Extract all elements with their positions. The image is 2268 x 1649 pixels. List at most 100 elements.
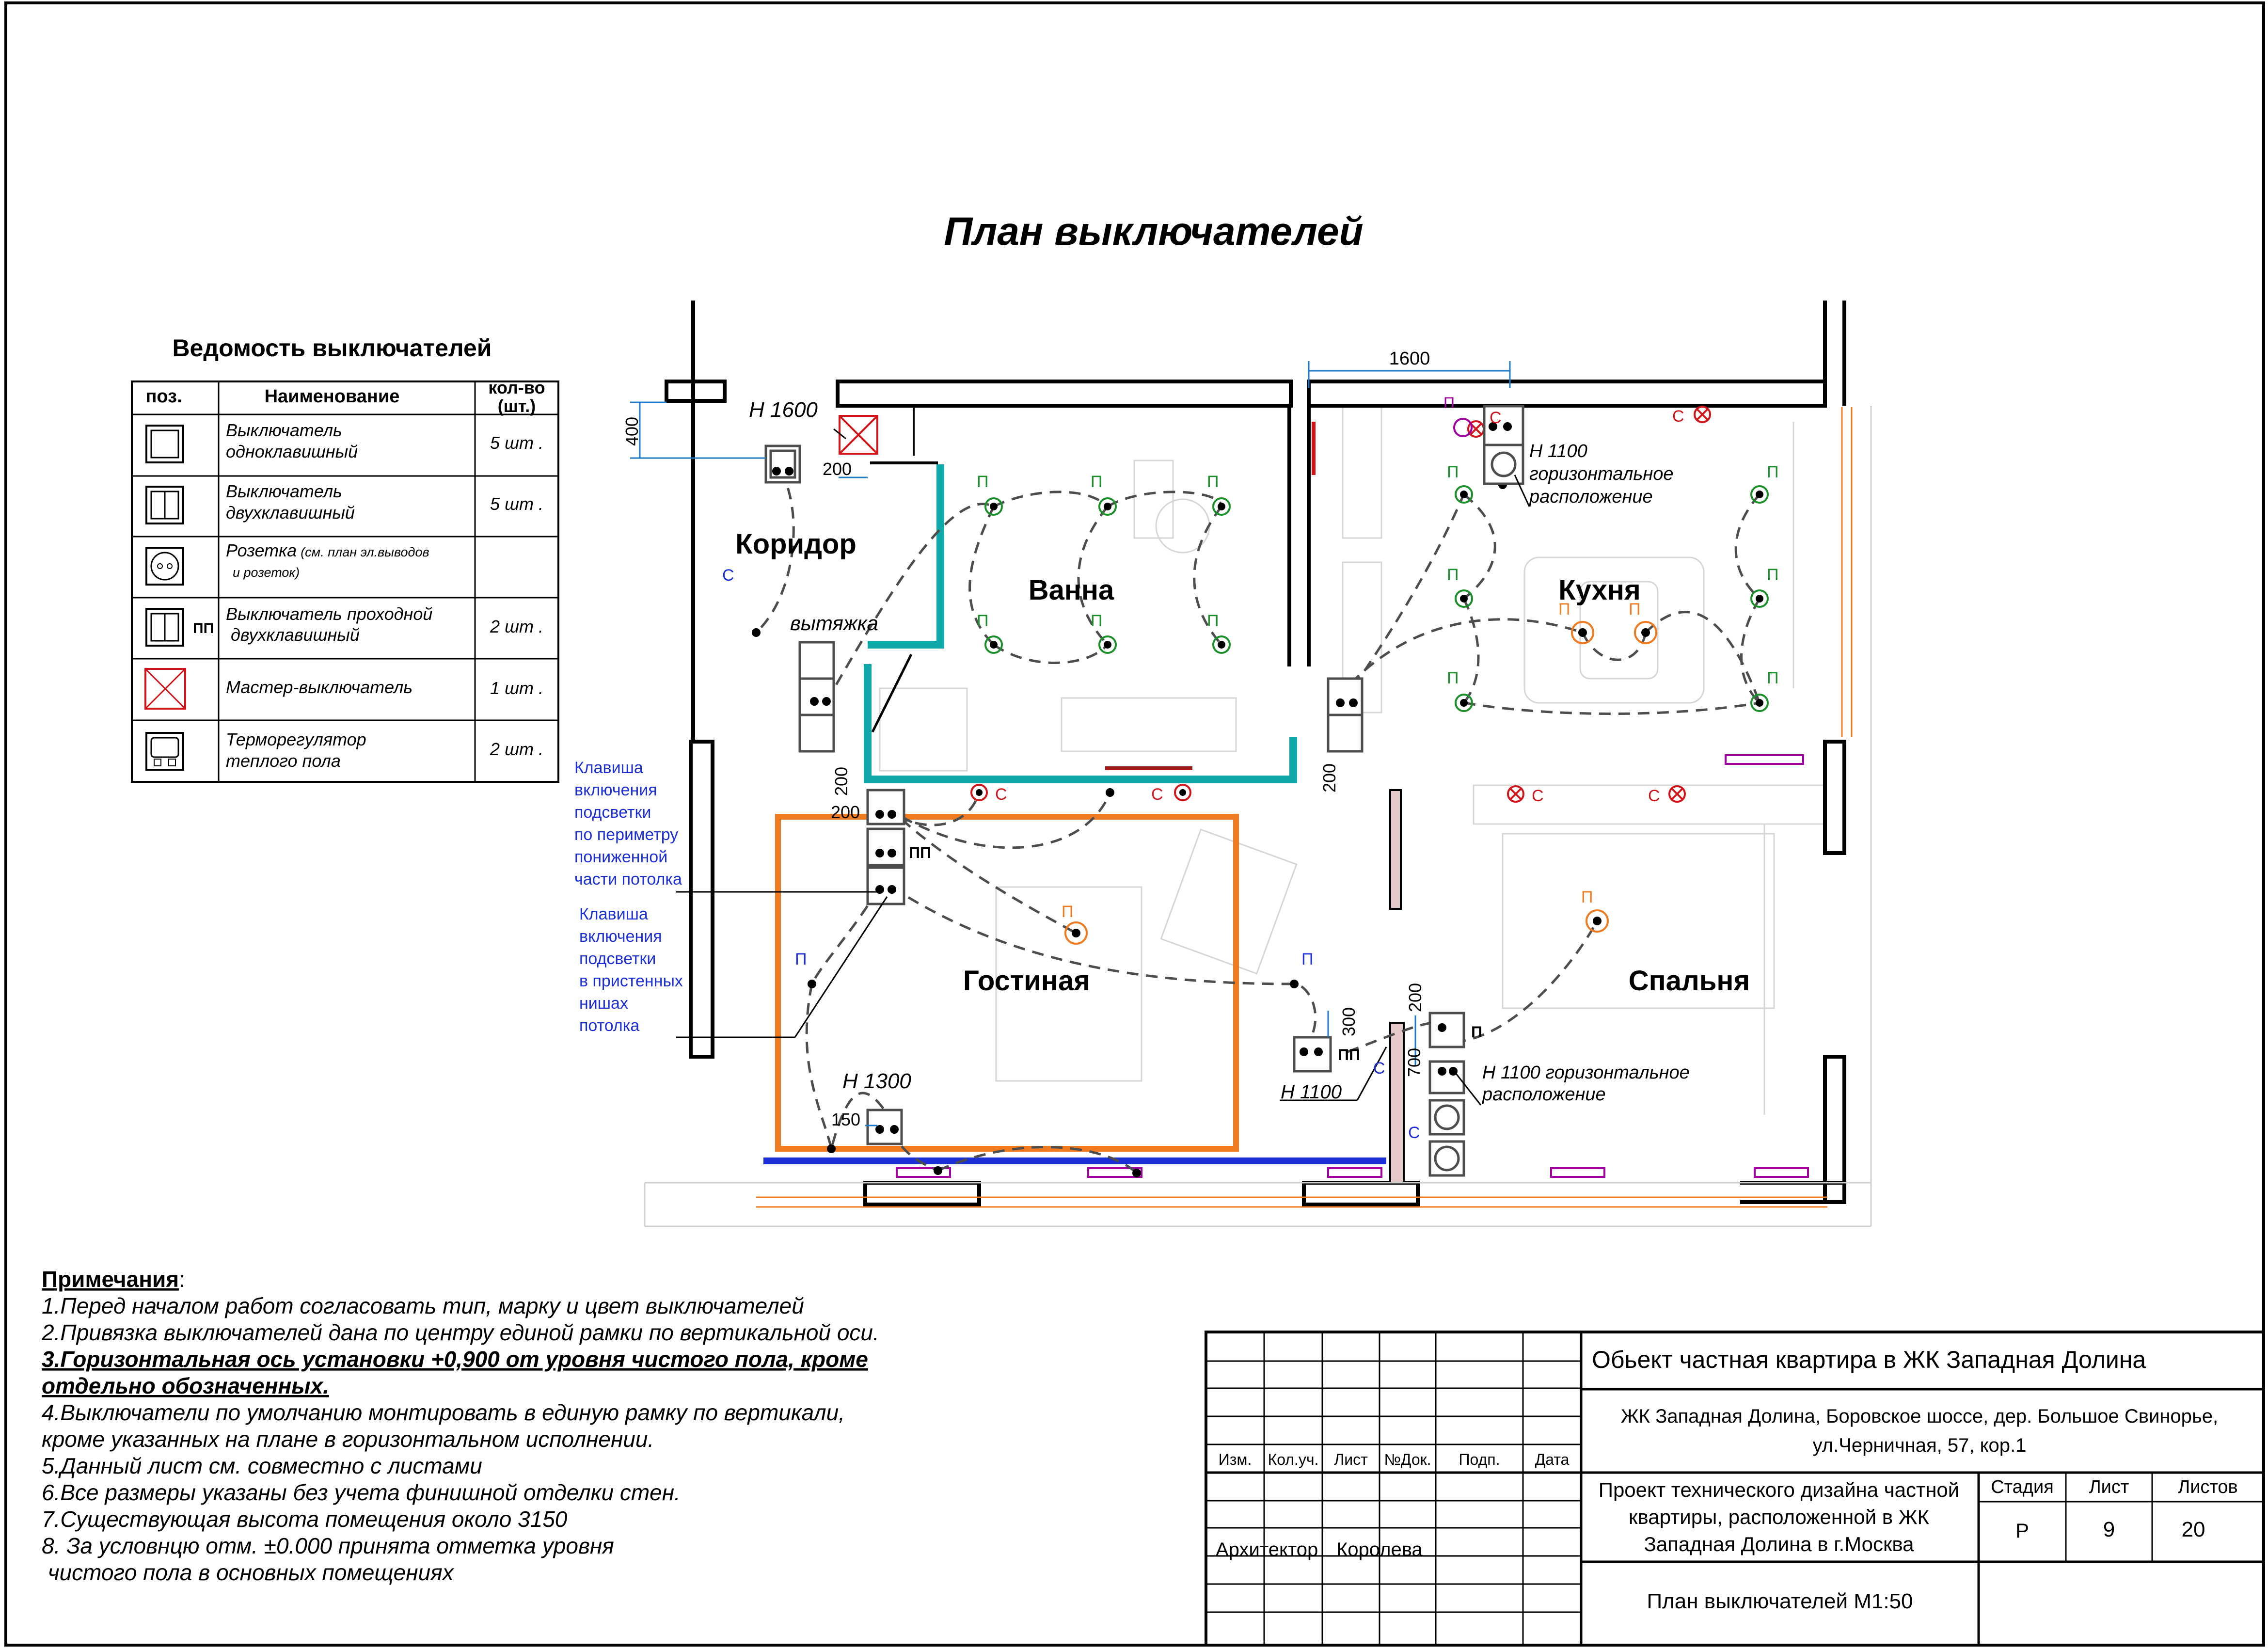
callout-niches-line-3: подсветки: [579, 950, 656, 968]
callout-niches-line-2: включения: [579, 927, 662, 946]
room-corridor: Коридор: [735, 528, 856, 560]
tb-sheet-label: Лист: [2089, 1477, 2129, 1497]
callout-perimeter: Клавиша включения подсветки по периметру…: [574, 759, 682, 888]
marker-p: П: [1207, 473, 1219, 491]
schedule-row-5-name-1: Мастер-выключатель: [226, 677, 412, 697]
tb-header-izm: Изм.: [1219, 1451, 1252, 1468]
label-bedroom-h-1: Н 1100 горизонтальное: [1482, 1062, 1690, 1083]
tb-stage: Р: [2015, 1519, 2029, 1542]
label-bedroom-h-2: расположение: [1482, 1084, 1606, 1105]
label-pp-living: ПП: [909, 844, 931, 861]
marker-c: С: [722, 566, 734, 585]
note-6: 6.Все размеры указаны без учета финишной…: [42, 1480, 681, 1505]
marker-p: П: [1447, 463, 1459, 481]
fixture-markers-orange: П П П П: [1062, 600, 1640, 921]
note-4b: кроме указанных на плане в горизонтально…: [42, 1427, 654, 1452]
callout-niches-line-4: в пристенных: [579, 972, 683, 990]
schedule-row-3-name-2: и розеток): [233, 565, 300, 580]
schedule-row-4-name-2: двухклавишный: [226, 625, 360, 645]
switches: [764, 405, 1524, 1145]
marker-p: П: [1207, 612, 1219, 630]
marker-p: П: [1629, 600, 1640, 618]
note-7: 7.Существующая высота помещения около 31…: [42, 1506, 568, 1532]
tb-address-2: ул.Черничная, 57, кор.1: [1813, 1435, 2027, 1456]
label-pp-bedroom: ПП: [1338, 1046, 1360, 1063]
bathroom-outline: [864, 664, 1297, 783]
callout-leaders: [676, 428, 1530, 1106]
schedule-row-6-name-1: Терморегулятор: [226, 729, 366, 749]
ceiling-perimeter: [775, 814, 1239, 1152]
window-frames: [756, 407, 1853, 1208]
schedule-header-pos: поз.: [145, 386, 182, 407]
dim-200-left: 200: [831, 767, 851, 796]
marker-c: С: [1532, 787, 1544, 805]
master-switch: [839, 415, 878, 455]
label-kitchen-h-1: Н 1100: [1529, 441, 1587, 461]
marker-p: П: [795, 950, 807, 968]
schedule-row-1-qty: 5 шт .: [490, 433, 543, 453]
schedule-row-5-qty: 1 шт .: [490, 678, 543, 698]
room-living: Гостиная: [963, 965, 1090, 997]
dim-300: 300: [1339, 1007, 1359, 1036]
marker-c: С: [1408, 1124, 1420, 1142]
label-h1100: Н 1100: [1281, 1081, 1342, 1103]
callout-perimeter-line-1: Клавиша: [574, 759, 643, 777]
bathroom-outline-top: [868, 464, 944, 649]
marker-p: П: [1558, 600, 1570, 618]
marker-p: П: [1447, 669, 1459, 687]
sockets-plan: [1428, 451, 1517, 1177]
note-8a: 8. За условнцю отм. ±0.000 принята отмет…: [42, 1533, 614, 1558]
callout-niches-line-5: нишах: [579, 994, 628, 1013]
notes-heading: Примечания:: [42, 1267, 185, 1292]
window-heaters: [896, 754, 1809, 1178]
thermostat-icon: [145, 732, 184, 771]
tb-sheets-label: Листов: [2178, 1477, 2237, 1497]
marker-c: С: [1672, 407, 1684, 426]
sheet-frame: [4, 1, 2265, 1647]
notes: Примечания: 1.Перед началом работ соглас…: [41, 1267, 879, 1585]
pass-through-switch-icon: ПП: [145, 608, 214, 647]
schedule-row-6-qty: 2 шт .: [490, 739, 543, 759]
callout-perimeter-line-5: пониженной: [574, 848, 667, 866]
tb-project-1: Проект технического дизайна частной: [1599, 1478, 1960, 1501]
room-bedroom: Спальня: [1629, 965, 1750, 997]
label-kitchen-h-2: горизонтальное: [1529, 464, 1674, 484]
dim-200-corridor: 200: [823, 459, 852, 479]
switch-dots: [772, 422, 1512, 1134]
single-switch-icon: [145, 425, 184, 463]
callout-niches-line-1: Клавиша: [579, 905, 648, 923]
marker-p: П: [1767, 669, 1778, 687]
callout-niches-line-6: потолка: [579, 1016, 639, 1035]
room-bath: Ванна: [1029, 574, 1114, 606]
marker-p: П: [1062, 903, 1073, 921]
tb-object: Обьект частная квартира в ЖК Западная До…: [1592, 1346, 2146, 1373]
marker-p: П: [1091, 612, 1102, 630]
schedule-row-2-qty: 5 шт .: [490, 494, 543, 514]
marker-p: П: [1301, 950, 1313, 968]
marker-c: С: [995, 785, 1007, 804]
tb-sheet-title: План выключателей М1:50: [1647, 1589, 1913, 1613]
tb-sheets: 20: [2182, 1518, 2205, 1541]
note-1: 1.Перед началом работ согласовать тип, м…: [42, 1293, 804, 1318]
marker-p: П: [977, 612, 988, 630]
bedroom-partition: [1389, 1022, 1405, 1184]
schedule-row-4-qty: 2 шт .: [490, 617, 543, 636]
room-kitchen: Кухня: [1558, 574, 1641, 606]
marker-p: П: [1091, 473, 1102, 491]
floor-plan: 1600 400 200 200 200 200 200 300 700 150…: [574, 301, 1872, 1227]
schedule-row-6-name-2: теплого пола: [226, 751, 341, 771]
dim-700: 700: [1404, 1048, 1424, 1077]
tb-header-list: Лист: [1334, 1451, 1368, 1468]
callout-perimeter-line-4: по периметру: [574, 825, 678, 844]
schedule-row-4-name-1: Выключатель проходной: [226, 604, 432, 624]
marker-p: П: [1447, 566, 1459, 584]
tb-header-podp: Подп.: [1459, 1451, 1500, 1468]
tb-project-2: квартиры, расположенной в ЖК: [1629, 1506, 1929, 1528]
schedule-header-qty-2: (шт.): [498, 396, 536, 416]
label-h1300: Н 1300: [842, 1069, 911, 1093]
tb-stage-label: Стадия: [1991, 1477, 2054, 1497]
dimension-lines: [630, 361, 1511, 1126]
dim-400: 400: [622, 417, 642, 446]
fixture-markers-red: С С С С С С: [995, 407, 1684, 805]
